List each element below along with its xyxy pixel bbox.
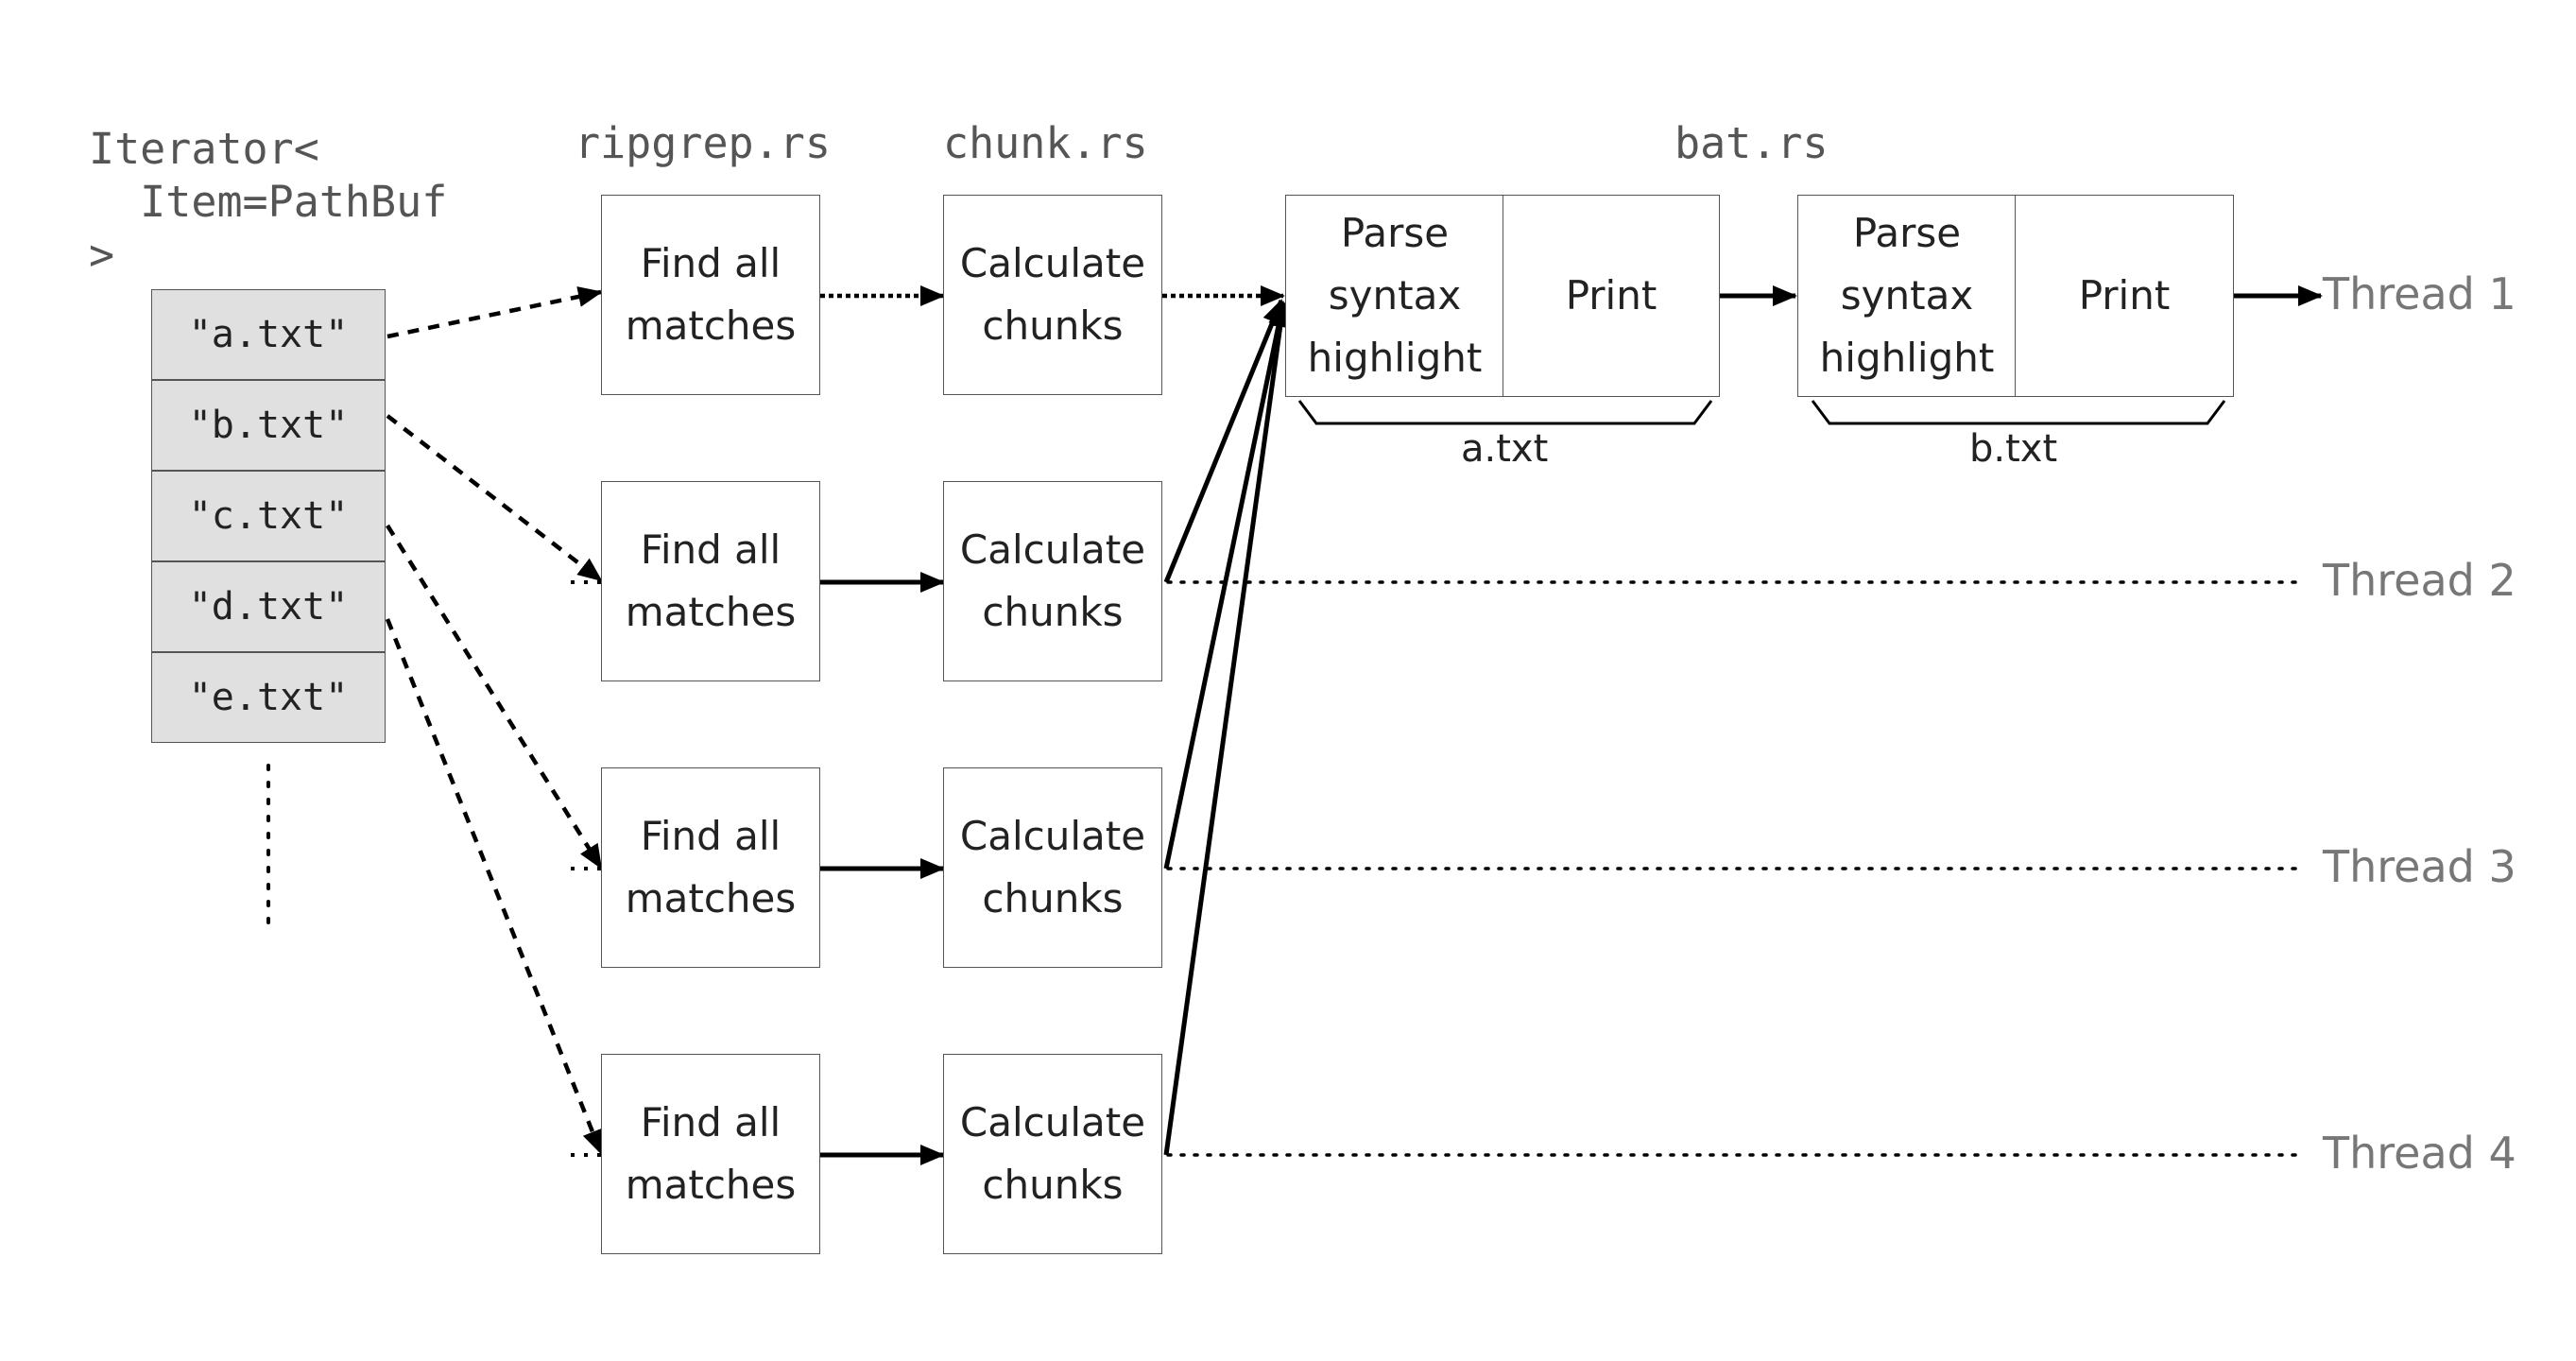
find-matches-box-3: Find all matches — [601, 767, 820, 968]
chunk-line1: Calculate — [959, 813, 1146, 859]
print-label: Print — [2078, 272, 2171, 319]
chunk-line2: chunks — [982, 302, 1124, 349]
thread-label-3: Thread 3 — [2323, 841, 2516, 892]
find-matches-box-2: Find all matches — [601, 481, 820, 681]
find-line2: matches — [625, 1162, 797, 1208]
find-line1: Find all — [640, 526, 781, 573]
thread-label-1: Thread 1 — [2323, 268, 2516, 319]
find-line1: Find all — [640, 240, 781, 286]
file-item-a: "a.txt" — [151, 289, 386, 380]
find-line2: matches — [625, 875, 797, 922]
file-item-c: "c.txt" — [151, 471, 386, 561]
iterator-label-line3: > — [89, 230, 115, 280]
chunk-line2: chunks — [982, 589, 1124, 635]
row4-chunk-to-bat-arrow — [1163, 302, 1291, 1156]
calculate-chunks-box-1: Calculate chunks — [943, 195, 1162, 395]
dispatch-arrow-a — [386, 286, 603, 339]
parse-line1: Parse — [1852, 210, 1962, 256]
parse-line3: highlight — [1819, 335, 1995, 381]
find-line1: Find all — [640, 813, 781, 859]
brace-a — [1297, 400, 1713, 425]
brace-label-b: b.txt — [1969, 427, 2058, 471]
calculate-chunks-box-3: Calculate chunks — [943, 767, 1162, 968]
iterator-label-line1: Iterator< — [89, 124, 319, 174]
thread-label-2: Thread 2 — [2323, 555, 2516, 606]
header-bat: bat.rs — [1674, 118, 1829, 168]
row3-chunk-to-bat-arrow — [1163, 301, 1289, 870]
parse-line1: Parse — [1340, 210, 1450, 256]
parse-line2: syntax — [1328, 272, 1462, 319]
chunk-line2: chunks — [982, 875, 1124, 922]
file-item-e: "e.txt" — [151, 652, 386, 743]
file-item-d: "d.txt" — [151, 561, 386, 652]
find-line2: matches — [625, 302, 797, 349]
find-line2: matches — [625, 589, 797, 635]
chunk-line1: Calculate — [959, 1099, 1146, 1146]
find-line1: Find all — [640, 1099, 781, 1146]
brace-label-a: a.txt — [1461, 427, 1549, 471]
calculate-chunks-box-2: Calculate chunks — [943, 481, 1162, 681]
print-box-a: Print — [1503, 195, 1720, 397]
parse-syntax-box-b: Parse syntax highlight — [1797, 195, 2017, 397]
find-matches-box-1: Find all matches — [601, 195, 820, 395]
chunk-line1: Calculate — [959, 526, 1146, 573]
brace-b — [1811, 400, 2226, 425]
dispatch-arrow-d — [385, 618, 604, 1155]
parse-line2: syntax — [1840, 272, 1974, 319]
header-ripgrep: ripgrep.rs — [575, 118, 831, 168]
find-matches-box-4: Find all matches — [601, 1054, 820, 1254]
dispatch-arrow-c — [386, 524, 603, 870]
print-box-b: Print — [2015, 195, 2234, 397]
parse-line3: highlight — [1307, 335, 1483, 381]
print-label: Print — [1565, 272, 1657, 319]
dispatch-arrow-b — [386, 414, 603, 582]
iterator-label-line2: Item=PathBuf — [89, 177, 448, 227]
file-item-b: "b.txt" — [151, 380, 386, 471]
header-chunk: chunk.rs — [943, 118, 1148, 168]
row2-chunk-to-bat-arrow — [1163, 299, 1284, 583]
calculate-chunks-box-4: Calculate chunks — [943, 1054, 1162, 1254]
chunk-line2: chunks — [982, 1162, 1124, 1208]
thread-label-4: Thread 4 — [2323, 1128, 2516, 1179]
parse-syntax-box-a: Parse syntax highlight — [1285, 195, 1504, 397]
chunk-line1: Calculate — [959, 240, 1146, 286]
